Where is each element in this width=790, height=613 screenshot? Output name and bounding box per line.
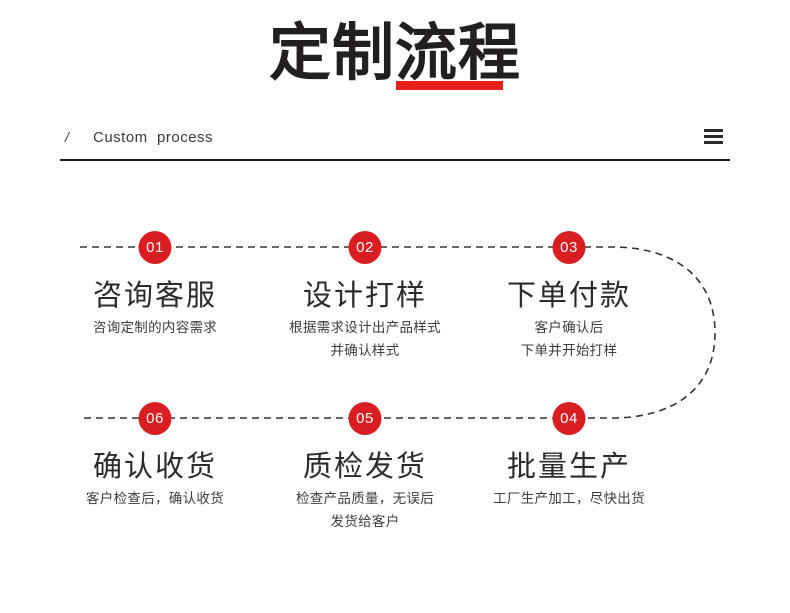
step-06-title: 确认收货 [92,449,217,483]
step-05-badge: 05 [348,402,382,435]
header-divider [60,159,730,161]
page-title-wrap: 定制流程 [0,18,790,88]
step-06-desc: 客户检查后，确认收货 [86,491,224,507]
step-01-badge: 01 [138,231,172,264]
step-01-title: 咨询客服 [92,278,217,312]
step-05-desc: 检查产品质量，无误后 发货给客户 [296,491,434,530]
subtitle-english: Custom process [93,129,214,146]
title-accent-underline [396,81,503,90]
step-04-desc: 工厂生产加工，尽快出货 [493,491,645,507]
step-02-desc: 根据需求设计出产品样式 并确认样式 [289,320,441,359]
subtitle-row: / Custom process [60,128,732,162]
step-03-desc: 客户确认后 下单并开始打样 [520,320,618,359]
page-title: 定制流程 [268,16,521,89]
step-03-badge: 03 [552,231,586,264]
hamburger-bar-1 [704,129,723,132]
step-05-title: 质检发货 [302,449,427,483]
step-04-badge: 04 [552,402,586,435]
hamburger-bar-2 [704,135,723,138]
step-06-badge: 06 [138,402,172,435]
step-02-title: 设计打样 [302,278,427,312]
hamburger-menu-icon[interactable] [704,129,723,144]
hamburger-bar-3 [704,141,723,144]
step-01-desc: 咨询定制的内容需求 [92,320,218,336]
step-03-title: 下单付款 [506,278,631,312]
step-02-badge: 02 [348,231,382,264]
slash-separator: / [65,129,69,145]
step-04-title: 批量生产 [506,449,631,483]
